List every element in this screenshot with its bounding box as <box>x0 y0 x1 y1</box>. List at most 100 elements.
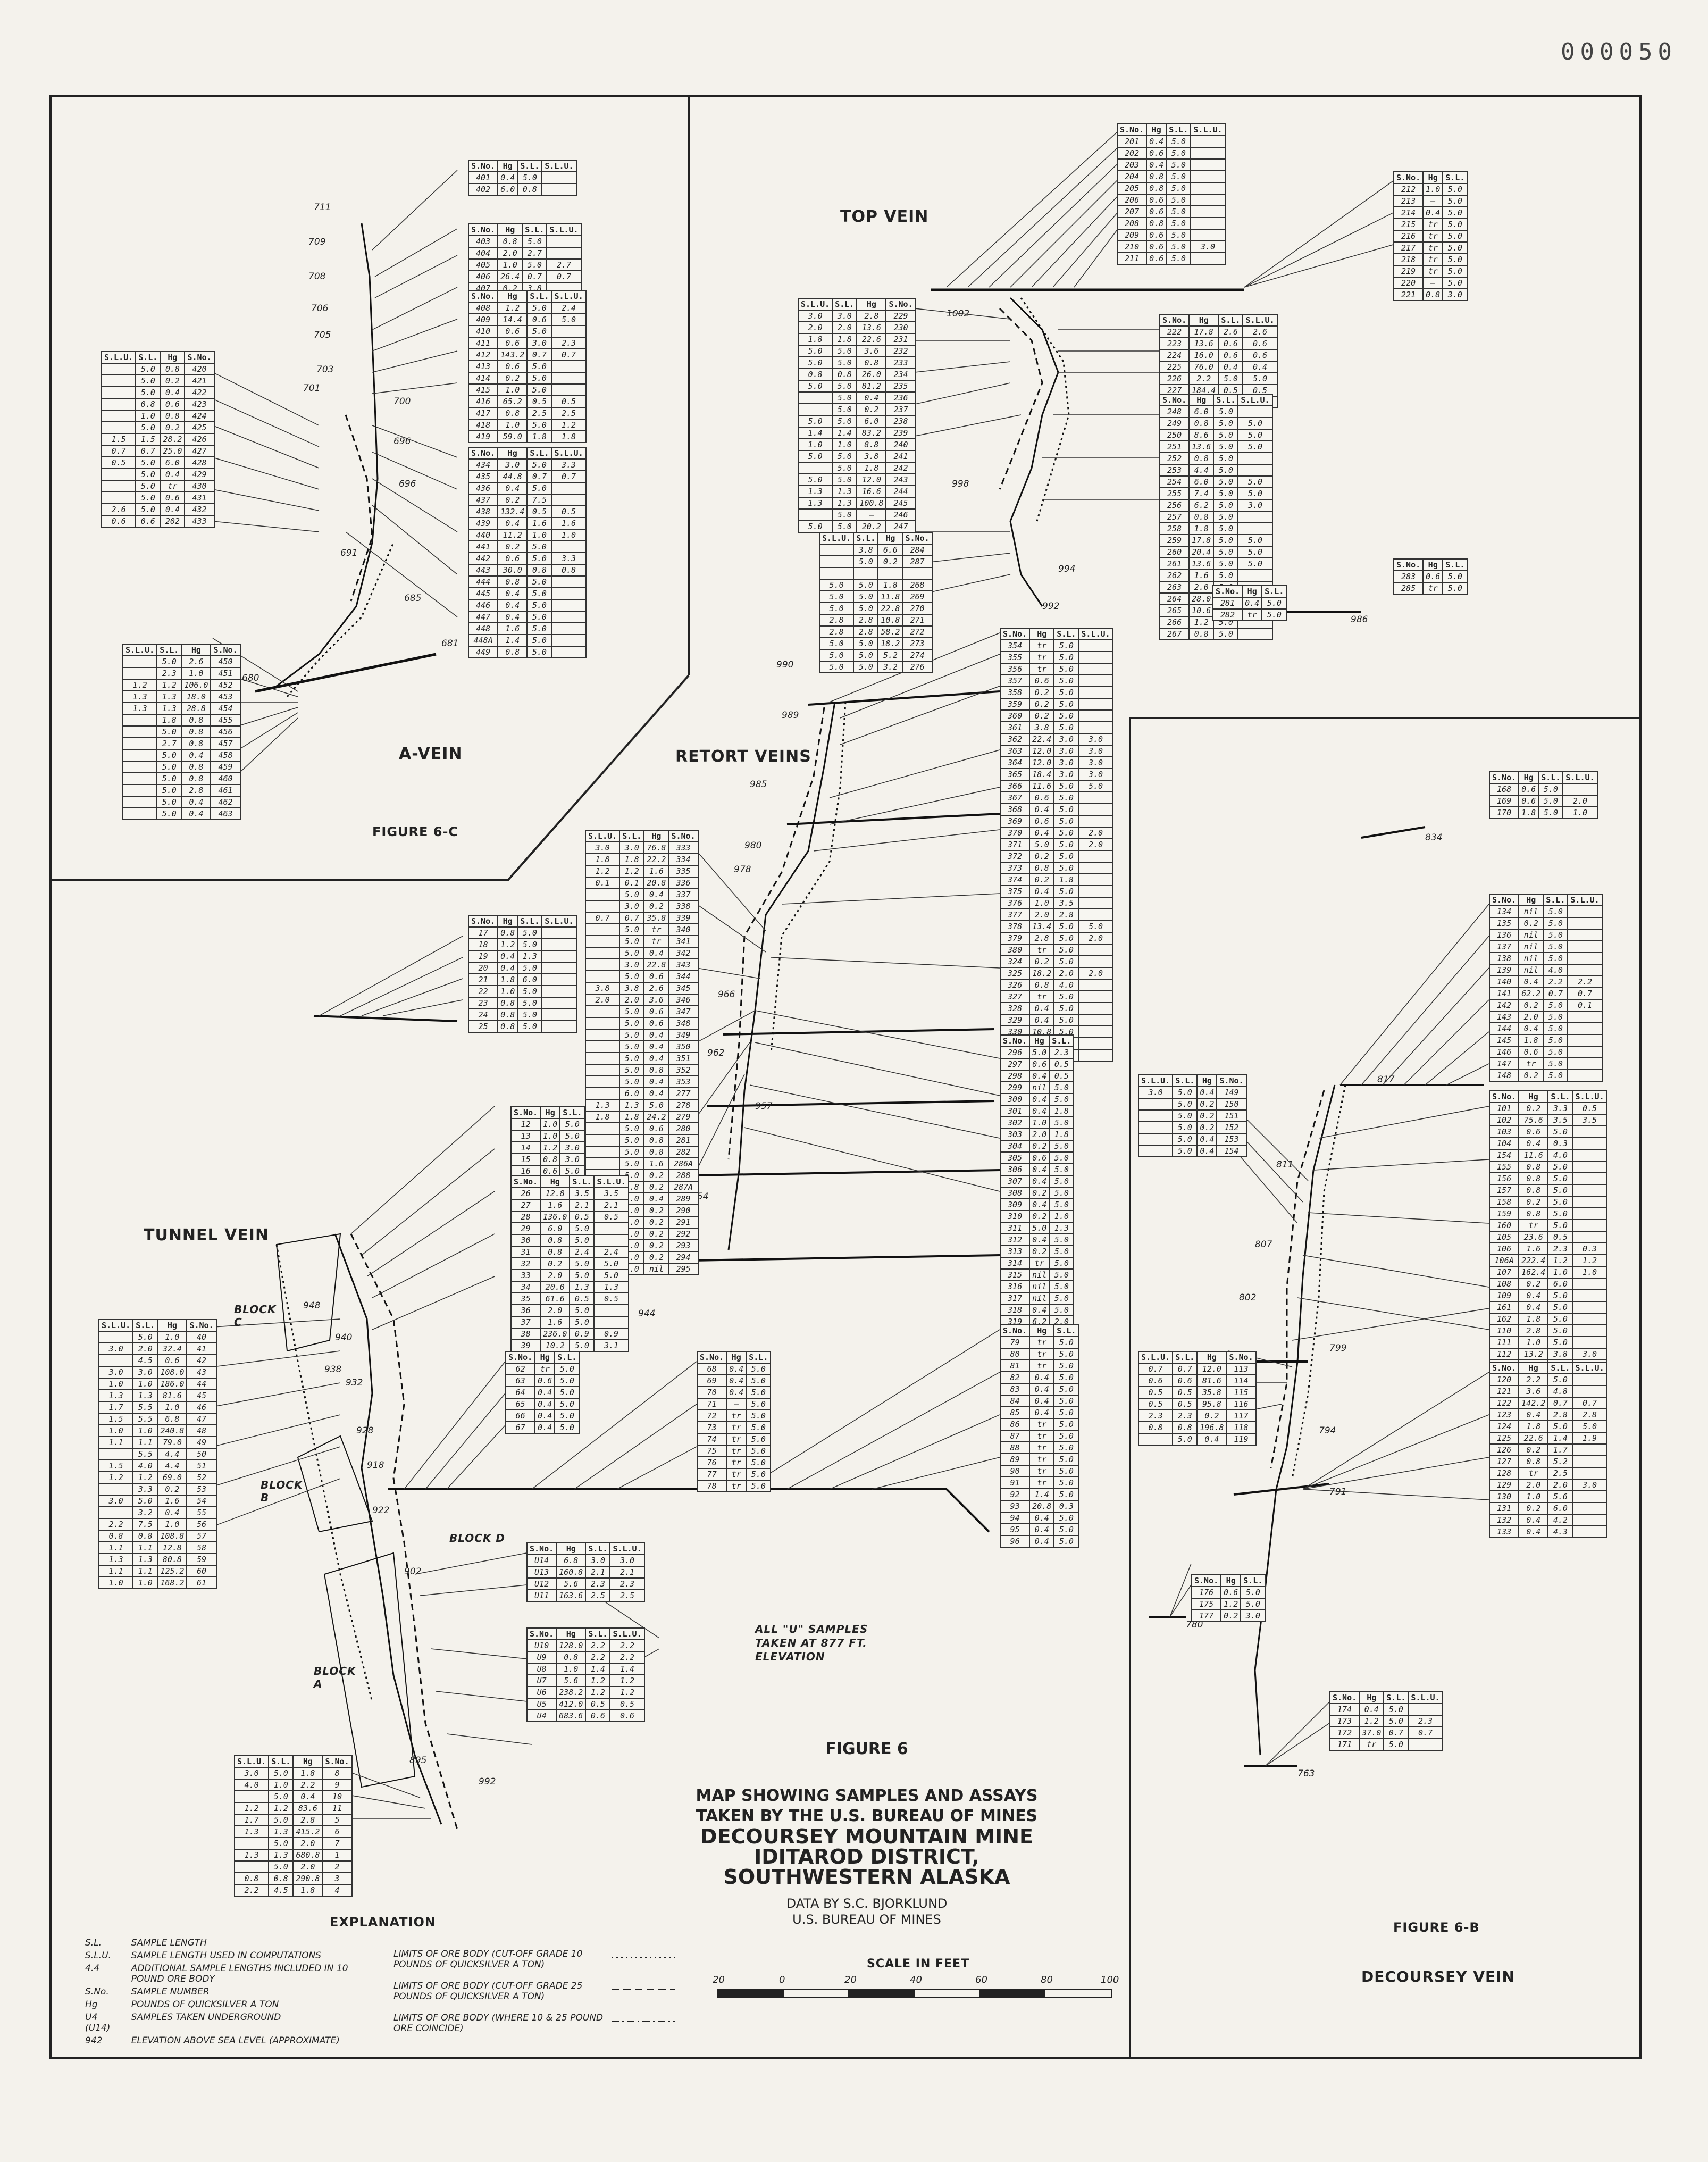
table-cell: 416 <box>467 395 499 408</box>
table-cell: 1.0 <box>551 529 587 541</box>
table-cell: 231 <box>885 333 916 346</box>
table-cell <box>541 1008 577 1021</box>
table-cell <box>122 714 158 727</box>
table-cell: 1.8 <box>619 853 645 866</box>
table-cell: 5.0 <box>1442 206 1468 219</box>
table-cell: 5.0 <box>1538 783 1564 796</box>
table-cell: 309 <box>999 1198 1031 1211</box>
table-cell: 5.2 <box>877 649 903 662</box>
table-cell: 1.7 <box>98 1401 134 1414</box>
table-cell: 5.0 <box>1049 1280 1075 1293</box>
table-cell: 6.8 <box>556 1554 587 1567</box>
table-cell <box>233 1837 270 1850</box>
table-cell: 1.2 <box>1188 616 1215 629</box>
table-cell: 0.6 <box>1172 1374 1198 1387</box>
table-cell: 2.0 <box>1518 1479 1549 1491</box>
table-cell: 5.0 <box>156 784 182 797</box>
table-cell: 5.0 <box>853 602 879 615</box>
table-cell <box>551 383 587 396</box>
table-cell: 0.2 <box>497 540 528 553</box>
retort-veins-label: RETORT VEINS <box>675 747 811 766</box>
table-cell: 5.0 <box>619 1052 645 1065</box>
table-cell: 32.4 <box>157 1342 188 1355</box>
table-cell: 5.0 <box>1237 534 1273 547</box>
table-cell: 1.6 <box>551 517 587 530</box>
table-cell: 240 <box>885 438 916 451</box>
table-cell: 202 <box>160 515 186 528</box>
table-cell <box>233 1860 270 1873</box>
table-cell: 318 <box>999 1304 1031 1316</box>
elevation-label: 817 <box>1377 1074 1395 1085</box>
table-cell: 2.8 <box>292 1814 323 1826</box>
page-number: 000050 <box>1561 38 1677 65</box>
table-cell: 5.0 <box>1442 265 1468 278</box>
table-cell <box>1078 686 1113 699</box>
table-cell: 5.0 <box>1172 1433 1198 1446</box>
table-cell: 205 <box>1116 182 1148 195</box>
elevation-label: 701 <box>303 383 321 394</box>
table-cell <box>1567 952 1603 965</box>
table-cell: 91 <box>999 1476 1031 1489</box>
table-cell: 5.0 <box>1049 1116 1075 1129</box>
table-cell: 204 <box>1116 170 1148 183</box>
table-cell: 1.3 <box>569 1281 595 1293</box>
table-cell <box>1572 1373 1607 1386</box>
table-cell: 0.7 <box>1567 987 1603 1000</box>
table-cell <box>1078 803 1113 816</box>
table-cell: 1.1 <box>98 1436 134 1449</box>
column-header: Hg <box>1146 123 1167 136</box>
table-cell: 250 <box>1159 429 1190 441</box>
table-cell: 253 <box>1159 464 1190 477</box>
table-cell: 256 <box>1159 499 1190 512</box>
table-cell: tr <box>1518 1467 1549 1480</box>
table-cell: 3.0 <box>526 337 552 349</box>
table-cell: 0.2 <box>1518 1502 1549 1515</box>
table-cell: 12.0 <box>1029 745 1055 757</box>
table-cell: 2.6 <box>101 503 137 516</box>
table-cell: 301 <box>999 1105 1031 1117</box>
table-cell: 0.4 <box>181 749 212 762</box>
column-header: S.L.U. <box>1237 394 1273 406</box>
table-cell: 352 <box>668 1064 699 1076</box>
table-cell: 118 <box>1226 1421 1257 1434</box>
table-cell: 0.4 <box>1196 1433 1227 1446</box>
table-cell: 5.0 <box>135 503 161 516</box>
table-cell: 3.0 <box>619 900 645 913</box>
table-row: 71—5.0 <box>696 1398 772 1410</box>
table-cell <box>877 567 903 580</box>
table-cell: 3.0 <box>98 1495 134 1507</box>
table-cell: 0.8 <box>497 646 528 658</box>
table-cell: 96 <box>999 1535 1031 1548</box>
table-cell <box>1078 862 1113 874</box>
table-cell: 5.0 <box>135 468 161 481</box>
table-cell <box>101 468 137 481</box>
column-header: S.L.U. <box>233 1755 270 1768</box>
table-cell: 0.7 <box>1547 1397 1573 1409</box>
table-cell: 5.0 <box>1172 1121 1198 1134</box>
table-cell: 35.8 <box>643 912 669 924</box>
table-cell: 264 <box>1159 592 1190 605</box>
